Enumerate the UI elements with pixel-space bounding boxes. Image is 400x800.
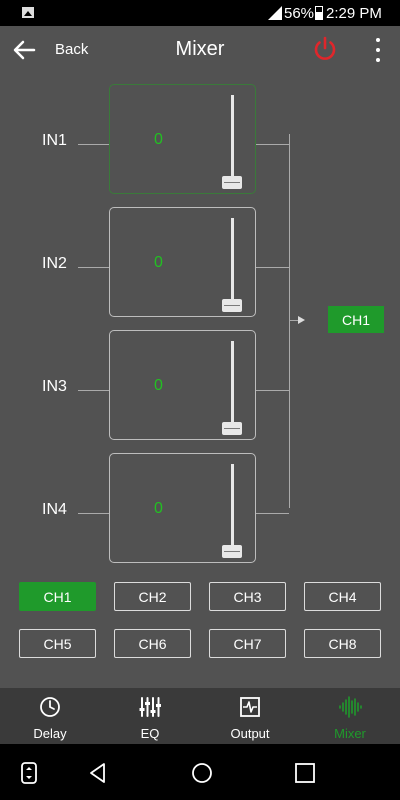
gallery-icon (22, 7, 34, 18)
fader-in1[interactable]: 0 (109, 84, 256, 194)
system-nav-bar (0, 744, 400, 800)
bus-connector (256, 513, 289, 514)
audio-wave-icon (339, 696, 362, 718)
nav-label-delay: Delay (33, 726, 67, 741)
app-bar: Back Mixer (0, 26, 400, 74)
fader-in4[interactable]: 0 (109, 453, 256, 563)
status-bar: 56% 2:29 PM (0, 0, 400, 26)
bus-connector (256, 267, 289, 268)
fader-track (231, 341, 234, 431)
input-connector (78, 144, 109, 145)
fader-value-in2: 0 (154, 254, 163, 271)
input-label-in2: IN2 (42, 255, 67, 272)
fader-in3[interactable]: 0 (109, 330, 256, 440)
nav-label-output: Output (230, 726, 270, 741)
back-button[interactable]: Back (55, 41, 89, 58)
signal-icon (268, 6, 282, 20)
fader-track (231, 218, 234, 308)
bus-arrow-line (289, 320, 299, 321)
input-connector (78, 513, 109, 514)
channel-button-ch5[interactable]: CH5 (19, 629, 96, 658)
channel-button-ch7[interactable]: CH7 (209, 629, 286, 658)
fader-knob-in4[interactable] (222, 545, 242, 558)
waveform-box-icon (240, 697, 260, 717)
nav-label-eq: EQ (140, 726, 160, 741)
battery-percent: 56% (284, 5, 315, 22)
arrow-right-icon (298, 316, 305, 324)
channel-button-ch2[interactable]: CH2 (114, 582, 191, 611)
fader-track (231, 464, 234, 554)
bottom-nav: Delay EQ Output (0, 688, 400, 744)
back-arrow-icon[interactable] (8, 34, 40, 66)
nav-back-icon[interactable] (85, 760, 111, 786)
nav-output[interactable]: Output (200, 688, 300, 744)
fader-track (231, 95, 234, 185)
input-label-in1: IN1 (42, 132, 67, 149)
output-channel-badge: CH1 (328, 306, 384, 333)
channel-button-ch4[interactable]: CH4 (304, 582, 381, 611)
fader-knob-in3[interactable] (222, 422, 242, 435)
battery-icon (315, 6, 323, 20)
channel-button-ch3[interactable]: CH3 (209, 582, 286, 611)
nav-delay[interactable]: Delay (0, 688, 100, 744)
input-label-in4: IN4 (42, 501, 67, 518)
fader-knob-in1[interactable] (222, 176, 242, 189)
fader-in2[interactable]: 0 (109, 207, 256, 317)
fader-value-in1: 0 (154, 131, 163, 148)
mixer-panel: IN1 0 IN2 0 IN3 0 IN4 (0, 74, 400, 688)
nav-label-mixer: Mixer (334, 726, 366, 741)
clock-icon (40, 697, 60, 717)
summing-bus-line (289, 134, 290, 508)
nav-mixer[interactable]: Mixer (300, 688, 400, 744)
fader-knob-in2[interactable] (222, 299, 242, 312)
overview-icon[interactable] (292, 760, 318, 786)
bus-connector (256, 390, 289, 391)
input-connector (78, 267, 109, 268)
fader-value-in3: 0 (154, 377, 163, 394)
page-title: Mixer (175, 38, 225, 60)
recent-apps-switch-icon[interactable] (16, 760, 42, 786)
channel-button-ch6[interactable]: CH6 (114, 629, 191, 658)
fader-value-in4: 0 (154, 500, 163, 517)
home-icon[interactable] (189, 760, 215, 786)
power-icon[interactable] (310, 34, 340, 64)
input-connector (78, 390, 109, 391)
channel-button-ch1[interactable]: CH1 (19, 582, 96, 611)
nav-eq[interactable]: EQ (100, 688, 200, 744)
input-label-in3: IN3 (42, 378, 67, 395)
equalizer-sliders-icon (139, 697, 161, 717)
channel-button-ch8[interactable]: CH8 (304, 629, 381, 658)
clock: 2:29 PM (326, 5, 382, 22)
overflow-menu-icon[interactable] (366, 34, 390, 66)
bus-connector (256, 144, 289, 145)
